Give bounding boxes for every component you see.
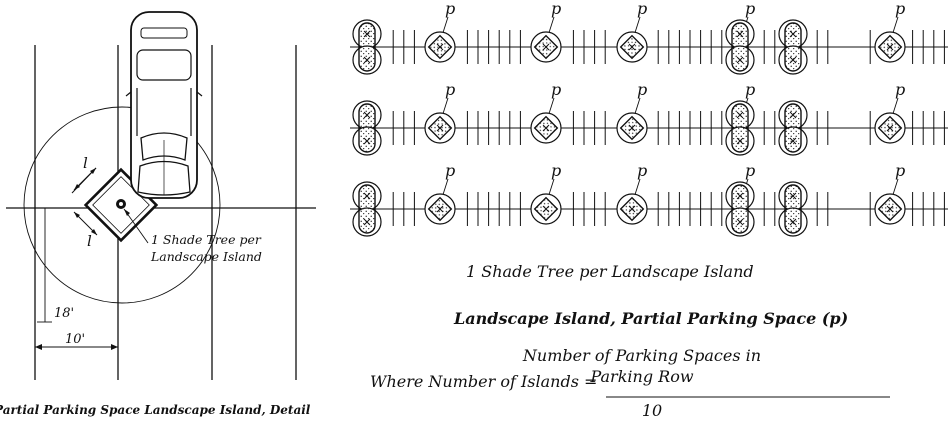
single-island xyxy=(530,193,562,225)
car-icon xyxy=(125,11,203,199)
p-marker: p xyxy=(445,80,455,99)
double-island xyxy=(778,181,808,237)
detail-caption: Partial Parking Space Landscape Island, … xyxy=(0,403,311,417)
tree-leader-arrow xyxy=(124,209,130,216)
p-marker: p xyxy=(895,161,905,180)
parking-plan: p p p p p p p p p p p p p p p xyxy=(350,0,948,237)
dimension-l-upper xyxy=(71,167,97,194)
dim-18-label: 18' xyxy=(54,306,74,321)
formula-denominator: 10 xyxy=(642,401,662,420)
dim-10-arrow-right xyxy=(111,344,118,350)
p-marker: p xyxy=(551,80,561,99)
double-island xyxy=(352,100,382,156)
double-island xyxy=(725,181,755,237)
single-island xyxy=(424,112,456,144)
dim-10-arrow-left xyxy=(35,344,42,350)
dim-10-label: 10' xyxy=(65,332,85,347)
double-island xyxy=(725,100,755,156)
p-marker: p xyxy=(637,161,647,180)
tree-canopy-circle xyxy=(23,106,221,304)
single-island xyxy=(616,112,648,144)
p-marker: p xyxy=(745,0,755,18)
single-island xyxy=(874,31,906,63)
island-detail: l l 1 Shade Tree per Landscape Island 18… xyxy=(6,11,316,380)
single-island xyxy=(424,193,456,225)
double-island xyxy=(352,19,382,75)
tree-caption: 1 Shade Tree per Landscape Island xyxy=(466,262,754,281)
p-marker: p xyxy=(637,0,647,18)
single-island xyxy=(874,193,906,225)
p-marker: p xyxy=(895,0,905,18)
formula-numerator-line2: Parking Row xyxy=(589,367,693,386)
p-marker: p xyxy=(445,161,455,180)
p-marker: p xyxy=(745,161,755,180)
p-marker: p xyxy=(637,80,647,99)
dimension-l-lower xyxy=(73,211,98,236)
p-marker: p xyxy=(745,80,755,99)
p-marker: p xyxy=(551,161,561,180)
single-island xyxy=(874,112,906,144)
double-island xyxy=(778,19,808,75)
formula-lhs: Where Number of Islands = xyxy=(370,372,597,391)
formula-numerator-line1: Number of Parking Spaces in xyxy=(522,346,761,365)
figure-heading: Landscape Island, Partial Parking Space … xyxy=(453,309,848,328)
single-island xyxy=(616,193,648,225)
double-island xyxy=(352,181,382,237)
single-island xyxy=(616,31,648,63)
dim-l-lower-label: l xyxy=(87,232,92,250)
tree-trunk-core xyxy=(119,202,123,206)
double-island xyxy=(725,19,755,75)
p-marker: p xyxy=(445,0,455,18)
tree-label-line2: Landscape Island xyxy=(150,249,262,264)
p-marker: p xyxy=(895,80,905,99)
p-marker: p xyxy=(551,0,561,18)
tree-label-line1: 1 Shade Tree per xyxy=(151,232,262,247)
single-island xyxy=(530,31,562,63)
double-island xyxy=(778,100,808,156)
dim-l-upper-label: l xyxy=(83,154,88,172)
single-island xyxy=(424,31,456,63)
single-island xyxy=(530,112,562,144)
